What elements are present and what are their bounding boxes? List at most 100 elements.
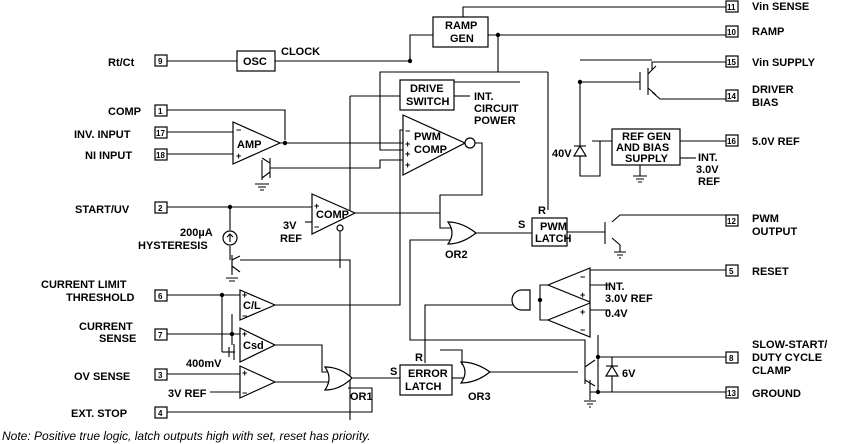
cl-comparator: C/L + −	[239, 289, 277, 321]
pwm-latch-label-2: LATCH	[535, 233, 572, 245]
pin-11-num: 11	[727, 3, 736, 12]
osc-block: OSC	[236, 50, 276, 72]
pwm-latch-r: R	[538, 205, 546, 217]
reset-comparator-1: − +	[546, 267, 591, 303]
pwm-comp-minus: −	[405, 126, 410, 136]
error-latch-s: S	[390, 366, 397, 378]
csd-plus: +	[242, 329, 247, 339]
zener-6v: 6V	[604, 364, 636, 380]
pin-1-num: 1	[158, 107, 163, 116]
pin-14: 14 DRIVER BIAS	[725, 84, 794, 109]
pin-15-num: 15	[727, 58, 736, 67]
or3-label: OR3	[468, 391, 491, 403]
pin-4-num: 4	[158, 409, 163, 418]
pin-7-num: 7	[158, 331, 163, 340]
driver-transistor	[647, 65, 657, 96]
pwm-comp-plus2: +	[405, 149, 410, 159]
hysteresis-source: 200µA HYSTERESIS	[138, 227, 241, 282]
comp-label: COMP	[316, 209, 349, 221]
wires	[167, 6, 726, 420]
pin-5: 5 RESET	[725, 264, 789, 278]
pin-2-label: START/UV	[75, 204, 130, 216]
amp-plus: +	[236, 151, 241, 161]
pin-10-label: RAMP	[752, 26, 784, 38]
pin-9-num: 9	[158, 57, 163, 66]
pwm-latch-block: PWM LATCH R S	[518, 205, 572, 247]
zener-6v-label: 6V	[622, 368, 636, 380]
comp-ref-2: REF	[280, 233, 302, 245]
error-latch-label-1: ERROR	[408, 368, 448, 380]
pin-12-label-1: PWM	[752, 213, 779, 225]
comp-minus: −	[314, 222, 319, 232]
ref-gen-label-1: REF GEN	[622, 131, 671, 143]
comp-plus: +	[314, 201, 319, 211]
pin-10: 10 RAMP	[725, 25, 784, 38]
pin-13-label: GROUND	[752, 388, 801, 400]
pin-6-label-2: THRESHOLD	[66, 292, 135, 304]
or1-gate: OR1	[323, 366, 373, 403]
footnote: Note: Positive true logic, latch outputs…	[2, 429, 371, 443]
pin-17-label: INV. INPUT	[74, 129, 131, 141]
int-circuit-power-label: INT. CIRCUIT POWER	[474, 91, 519, 127]
pin-5-num: 5	[729, 267, 734, 276]
error-latch-block: ERROR LATCH R S	[390, 352, 453, 396]
pin-7-label-2: SENSE	[99, 333, 136, 345]
clock-label: CLOCK	[281, 46, 320, 58]
pin-14-num: 14	[727, 92, 736, 101]
amp-transistor	[255, 157, 271, 191]
pin-1: COMP 1	[108, 104, 168, 118]
ramp-gen-block: RAMP GEN	[432, 16, 489, 48]
drive-switch-block: DRIVE SWITCH	[399, 79, 455, 111]
pin-4-label: EXT. STOP	[71, 408, 127, 420]
pin-8-label-3: CLAMP	[752, 365, 791, 377]
pin-6-label-1: CURRENT LIMIT	[41, 279, 127, 291]
pwm-latch-label-1: PWM	[540, 221, 567, 233]
int-3v-ref-reset-label: INT. 3.0V REF	[605, 281, 653, 305]
int-3v-ref-label: INT. 3.0V REF	[696, 152, 720, 188]
pin-13: 13 GROUND	[725, 386, 801, 400]
int-3v-1: INT.	[698, 152, 718, 164]
hyst-current-label: 200µA	[180, 227, 213, 239]
pin-8: 8 SLOW-START/ DUTY CYCLE CLAMP	[725, 339, 827, 377]
hysteresis-label: HYSTERESIS	[138, 240, 208, 252]
reset-int-1: INT.	[605, 281, 625, 293]
amp-minus: −	[236, 125, 241, 135]
pin-12-num: 12	[727, 217, 736, 226]
pin-18-label: NI INPUT	[85, 150, 132, 162]
pin-11: 11 Vin SENSE	[725, 0, 809, 13]
v400m-label: 400mV	[186, 358, 222, 370]
ref-gen-label-3: SUPPLY	[625, 153, 669, 165]
pin-14-label-1: DRIVER	[752, 84, 794, 96]
pin-9: Rt/Ct 9	[108, 54, 168, 69]
pin-8-label-2: DUTY CYCLE	[752, 352, 822, 364]
int-power-2: CIRCUIT	[474, 103, 519, 115]
pin-9-label: Rt/Ct	[108, 57, 135, 69]
pin-6: CURRENT LIMIT THRESHOLD 6	[41, 279, 168, 304]
ramp-gen-label-1: RAMP	[445, 20, 477, 32]
pin-14-label-2: BIAS	[752, 97, 778, 109]
v400m-source: 400mV	[186, 344, 235, 370]
pin-17: INV. INPUT 17	[74, 126, 168, 141]
reset-int-2: 3.0V REF	[605, 293, 653, 305]
int-power-1: INT.	[474, 91, 494, 103]
pin-8-num: 8	[729, 354, 734, 363]
reset2-plus: +	[580, 307, 585, 317]
pin-3: OV SENSE 3	[74, 368, 168, 383]
ref-gen-block: REF GEN AND BIAS SUPPLY	[611, 128, 681, 166]
pin-13-num: 13	[727, 389, 736, 398]
pin-3-label: OV SENSE	[74, 371, 130, 383]
pin-1-label: COMP	[108, 106, 141, 118]
pwm-comp-label-1: PWM	[414, 131, 441, 143]
zener-40v: 40V	[552, 144, 588, 160]
ref-gen-label-2: AND BIAS	[616, 142, 669, 154]
ov-minus: −	[242, 388, 247, 398]
pin-5-label: RESET	[752, 266, 789, 278]
pwm-latch-s: S	[518, 219, 525, 231]
output-transistor	[604, 222, 626, 259]
pin-16-num: 16	[727, 137, 736, 146]
cl-minus: −	[242, 311, 247, 321]
cl-label: C/L	[243, 300, 261, 312]
csd-comparator: Csd +	[239, 327, 277, 363]
pin-16-label: 5.0V REF	[752, 136, 800, 148]
pwm-comp-block: PWM COMP − + + +	[402, 114, 476, 176]
